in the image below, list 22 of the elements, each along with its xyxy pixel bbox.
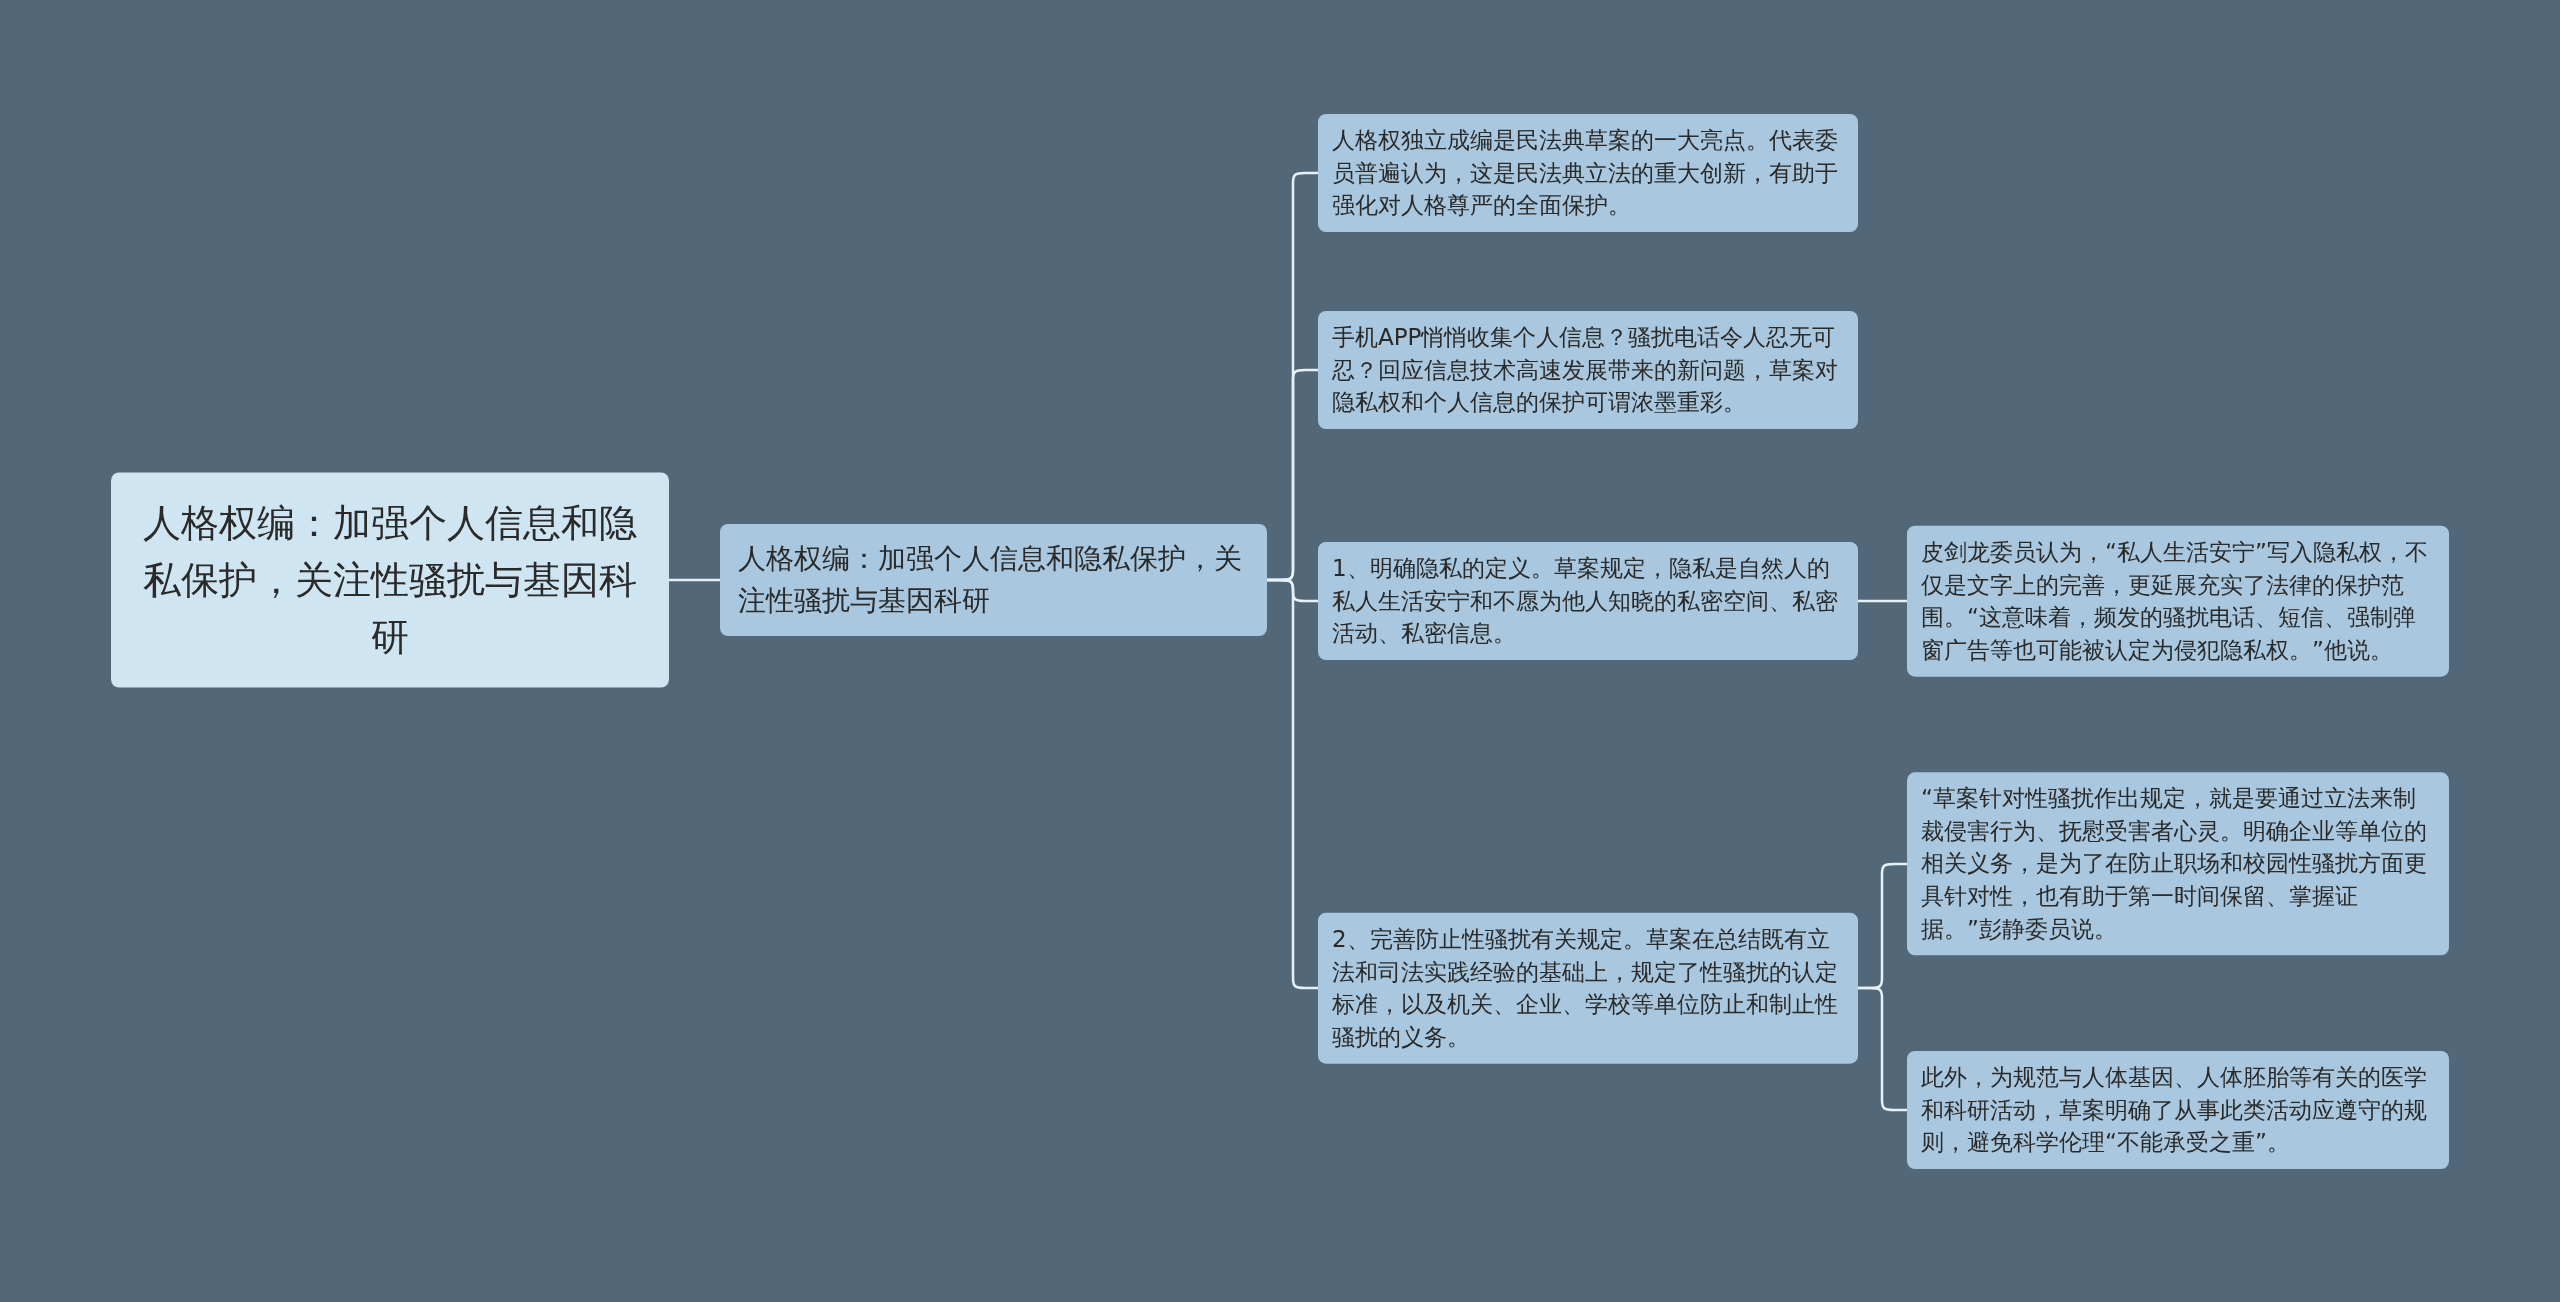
- topic-text: “草案针对性骚扰作出规定，就是要通过立法来制裁侵害行为、抚慰受害者心灵。明确企业等单位的相关义务，是为了在防止职场和校园性骚扰方面更具针对性，也有助于第一时间保留、掌握证据。”彭静委员说。: [1921, 784, 2428, 944]
- topic-text: 人格权独立成编是民法典草案的一大亮点。代表委员普遍认为，这是民法典立法的重大创新，有助于强化对人格尊严的全面保护。: [1332, 126, 1839, 221]
- topic-box: [1907, 772, 2449, 956]
- topic-text: 人格权编：加强个人信息和隐私保护，关注性骚扰与基因科研: [738, 541, 1243, 619]
- topic-text: 1、明确隐私的定义。草案规定，隐私是自然人的私人生活安宁和不愿为他人知晓的私密空间、私密活动、私密信息。: [1332, 554, 1839, 649]
- topic-text: 此外，为规范与人体基因、人体胚胎等有关的医学和科研活动，草案明确了从事此类活动应遵守的规则，避免科学伦理“不能承受之重”。: [1921, 1063, 2428, 1158]
- topic-text: 手机APP悄悄收集个人信息？骚扰电话令人忍无可忍？回应信息技术高速发展带来的新问题，草案对隐私权和个人信息的保护可谓浓墨重彩。: [1332, 323, 1839, 418]
- connector-line: [1858, 986, 1907, 1112]
- connector-line: [1858, 599, 1907, 603]
- topic-box: [1318, 542, 1858, 660]
- topic-box: [1318, 311, 1858, 429]
- topic-box: [1907, 525, 2449, 677]
- topic-box: [1318, 114, 1858, 232]
- topic-text: 皮剑龙委员认为，“私人生活安宁”写入隐私权，不仅是文字上的完善，更延展充实了法律的保护范围。“这意味着，频发的骚扰电话、短信、强制弹窗广告等也可能被认定为侵犯隐私权。”他说。: [1921, 537, 2429, 665]
- topic-text: 人格权编：加强个人信息和隐私保护，关注性骚扰与基因科研: [142, 499, 638, 661]
- root-topic-box: [111, 472, 669, 688]
- connector-line: [1267, 578, 1318, 990]
- connector-line: [669, 578, 720, 582]
- topic-box: [1318, 912, 1858, 1064]
- topic-box: [1907, 1051, 2449, 1169]
- topic-text: 2、完善防止性骚扰有关规定。草案在总结既有立法和司法实践经验的基础上，规定了性骚扰的认定标准，以及机关、企业、学校等单位防止和制止性骚扰的义务。: [1332, 924, 1839, 1052]
- topic-box: [720, 524, 1267, 636]
